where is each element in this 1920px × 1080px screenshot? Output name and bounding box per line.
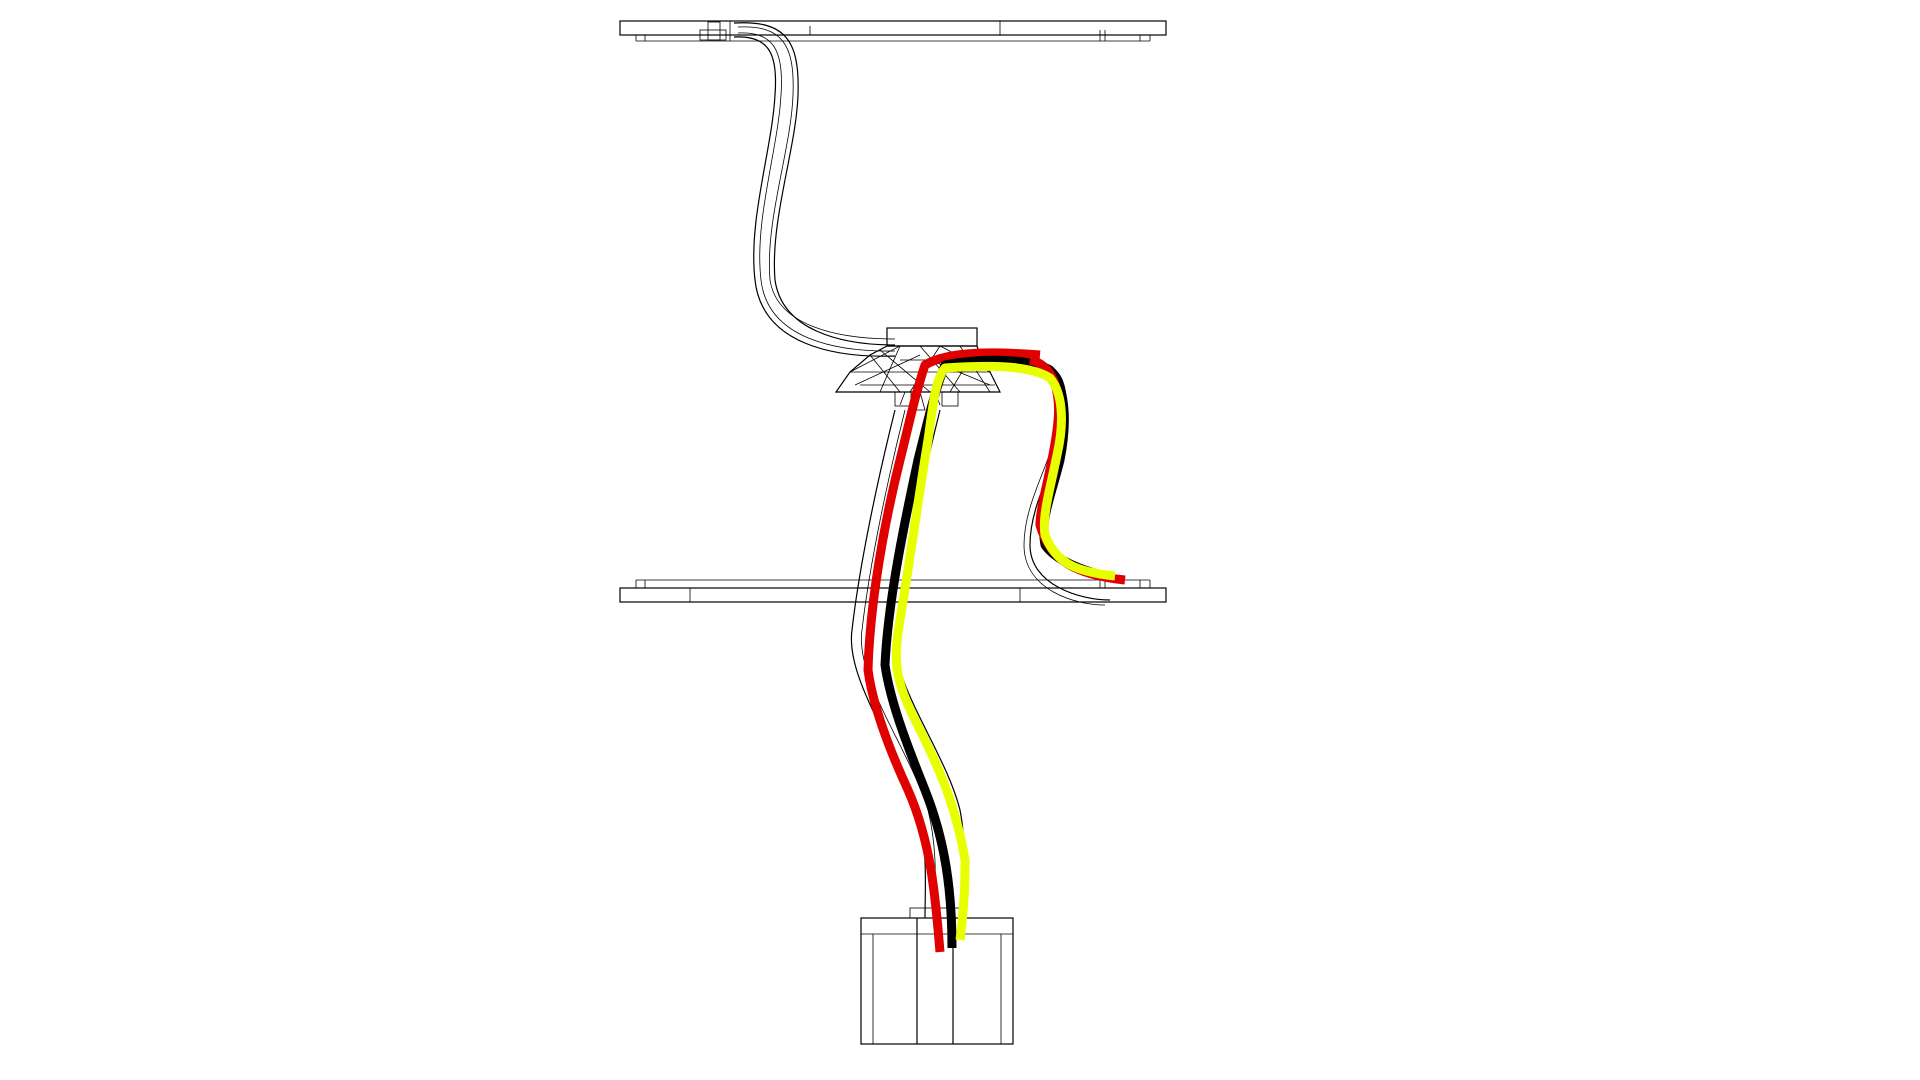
wire-yellow xyxy=(891,361,1116,941)
wire-black xyxy=(880,355,1114,949)
top-plate xyxy=(619,20,1167,42)
wire-red xyxy=(863,348,1041,953)
upper-cable xyxy=(733,22,896,357)
bottom-connector xyxy=(860,907,1014,1045)
